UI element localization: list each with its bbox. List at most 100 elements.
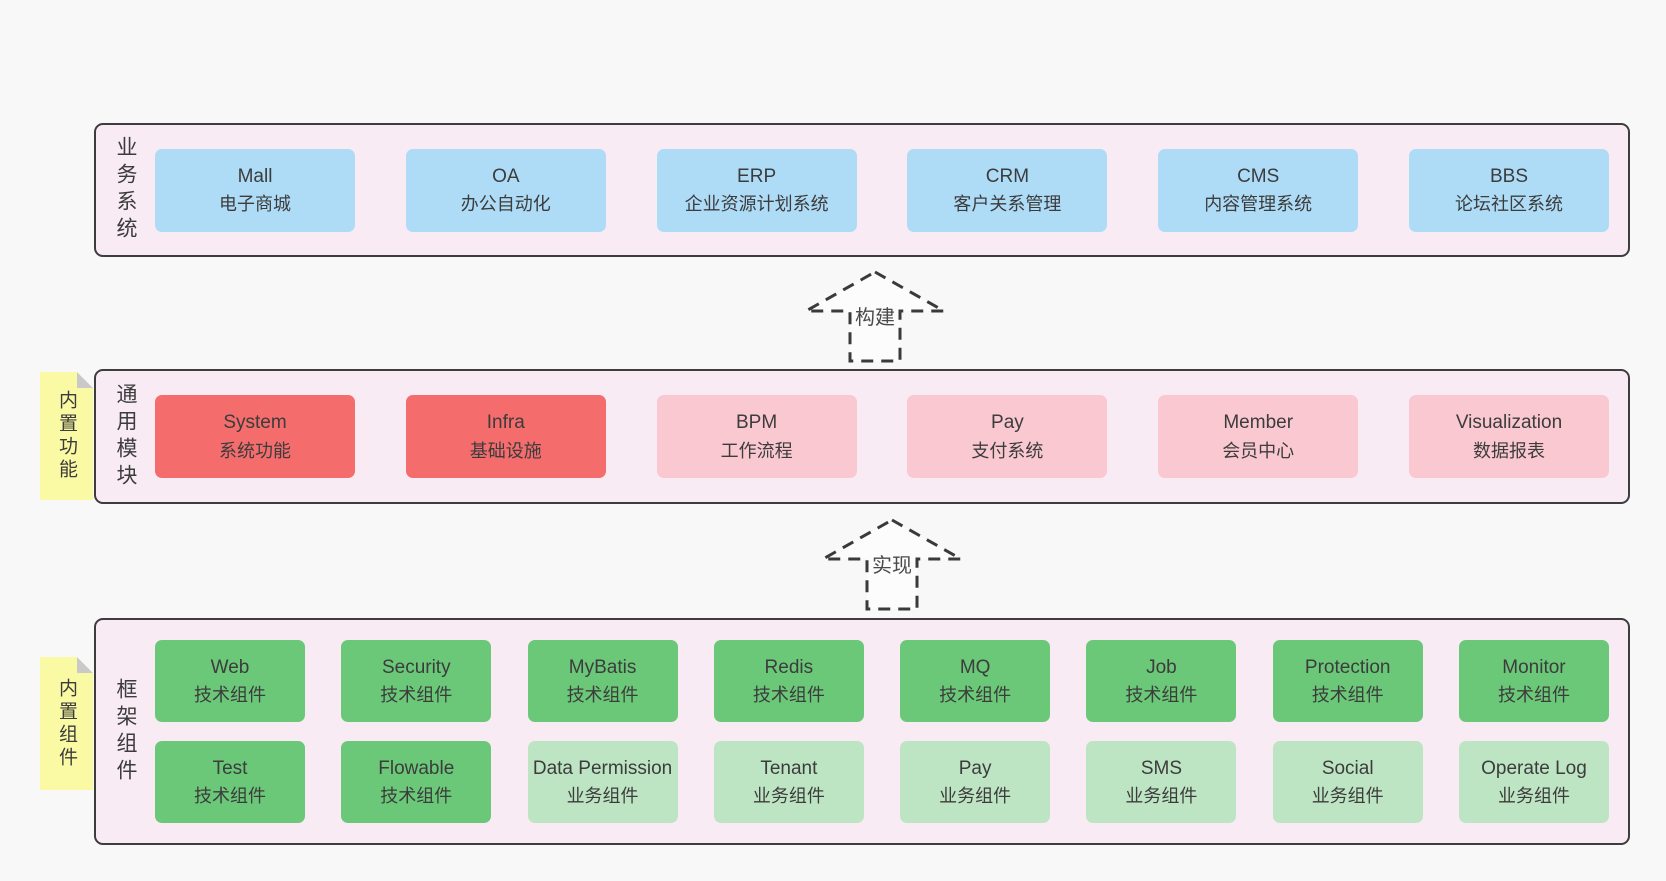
box-name: Test <box>212 757 248 779</box>
box-subtitle: 业务组件 <box>1125 786 1198 807</box>
box-subtitle: 业务组件 <box>1497 786 1570 807</box>
box-subtitle: 技术组件 <box>380 685 453 706</box>
box-web: Web 技术组件 <box>155 640 305 722</box>
box-pay: Pay 支付系统 <box>907 395 1108 478</box>
box-name: Infra <box>486 412 525 434</box>
box-name: Flowable <box>378 757 455 779</box>
box-name: OA <box>492 165 520 187</box>
note-text: 内置功能 <box>56 390 77 482</box>
box-name: Mall <box>237 165 273 187</box>
box-sms: SMS 业务组件 <box>1086 741 1237 823</box>
box-subtitle: 技术组件 <box>194 786 266 807</box>
note-text: 内置组件 <box>56 677 77 770</box>
box-flowable: Flowable 技术组件 <box>341 741 492 823</box>
folded-corner-icon <box>77 657 93 673</box>
box-bbs: BBS 论坛社区系统 <box>1408 148 1609 232</box>
box-name: MyBatis <box>568 656 637 678</box>
box-subtitle: 客户关系管理 <box>953 194 1062 215</box>
section-label-common: 通用模块 <box>114 382 137 491</box>
box-subtitle: 技术组件 <box>380 786 453 807</box>
box-name: SMS <box>1140 757 1182 779</box>
box-name: BBS <box>1489 165 1528 187</box>
box-job: Job 技术组件 <box>1086 640 1237 722</box>
box-name: Data Permission <box>532 757 673 779</box>
box-name: CRM <box>985 165 1030 187</box>
section-label-framework: 框架组件 <box>114 677 137 786</box>
box-subtitle: 工作流程 <box>720 440 793 461</box>
box-name: Social <box>1321 757 1374 779</box>
box-subtitle: 技术组件 <box>194 685 266 706</box>
box-subtitle: 企业资源计划系统 <box>684 194 829 215</box>
box-crm: CRM 客户关系管理 <box>907 148 1108 232</box>
box-subtitle: 内容管理系统 <box>1204 194 1313 215</box>
folded-corner-icon <box>77 372 93 388</box>
box-subtitle: 业务组件 <box>1311 786 1384 807</box>
box-monitor: Monitor 技术组件 <box>1458 640 1609 722</box>
box-name: Member <box>1223 412 1294 434</box>
box-name: Protection <box>1304 656 1391 678</box>
box-name: Operate Log <box>1481 757 1587 779</box>
box-name: BPM <box>736 412 778 434</box>
section-framework-components: 框架组件 Web 技术组件 Security 技术组件 MyBatis 技术组件… <box>94 618 1630 845</box>
section-label-business: 业务系统 <box>114 136 137 244</box>
box-name: CMS <box>1237 165 1280 187</box>
section-business-systems: 业务系统 Mall 电子商城 OA 办公自动化 ERP 企业资源计划系统 CRM… <box>94 123 1630 257</box>
box-oa: OA 办公自动化 <box>405 148 606 232</box>
box-subtitle: 业务组件 <box>939 786 1012 807</box>
box-subtitle: 数据报表 <box>1472 440 1545 461</box>
box-name: Tenant <box>760 757 818 779</box>
box-erp: ERP 企业资源计划系统 <box>656 148 857 232</box>
box-security: Security 技术组件 <box>341 640 492 722</box>
arrow-implement-label: 实现 <box>872 555 912 577</box>
box-protection: Protection 技术组件 <box>1272 640 1423 722</box>
arrow-implement: 实现 <box>820 516 964 612</box>
section-common-modules: 通用模块 System 系统功能 Infra 基础设施 BPM 工作流程 Pay… <box>94 369 1630 504</box>
box-subtitle: 办公自动化 <box>460 194 551 215</box>
box-mybatis: MyBatis 技术组件 <box>527 640 678 722</box>
box-visualization: Visualization 数据报表 <box>1408 395 1609 478</box>
box-subtitle: 业务组件 <box>566 786 639 807</box>
box-name: Web <box>210 656 250 678</box>
business-boxes-row: Mall 电子商城 OA 办公自动化 ERP 企业资源计划系统 CRM 客户关系… <box>155 125 1609 255</box>
box-name: MQ <box>959 656 991 678</box>
arrow-build: 构建 <box>803 268 947 364</box>
box-mall: Mall 电子商城 <box>155 148 355 232</box>
box-mq: MQ 技术组件 <box>900 640 1051 722</box>
box-test: Test 技术组件 <box>155 741 305 823</box>
framework-row-2: Test 技术组件 Flowable 技术组件 Data Permission … <box>155 741 1609 823</box>
box-name: Job <box>1146 656 1177 678</box>
box-data-permission: Data Permission 业务组件 <box>527 741 678 823</box>
box-name: Pay <box>991 412 1024 434</box>
box-subtitle: 技术组件 <box>1311 685 1384 706</box>
box-redis: Redis 技术组件 <box>713 640 864 722</box>
box-name: ERP <box>737 165 777 187</box>
note-built-in-features: 内置功能 <box>40 372 93 500</box>
box-member: Member 会员中心 <box>1158 395 1359 478</box>
box-subtitle: 技术组件 <box>939 685 1012 706</box>
note-built-in-components: 内置组件 <box>40 657 93 790</box>
arrow-build-label: 构建 <box>855 307 895 329</box>
box-cms: CMS 内容管理系统 <box>1158 148 1359 232</box>
box-subtitle: 论坛社区系统 <box>1454 194 1563 215</box>
up-arrow-icon <box>803 270 947 363</box>
box-system: System 系统功能 <box>155 395 355 478</box>
box-subtitle: 电子商城 <box>219 194 291 215</box>
box-tenant: Tenant 业务组件 <box>713 741 864 823</box>
up-arrow-icon <box>820 518 964 611</box>
box-subtitle: 会员中心 <box>1222 440 1295 461</box>
box-infra: Infra 基础设施 <box>405 395 606 478</box>
box-subtitle: 技术组件 <box>752 685 825 706</box>
box-name: Security <box>381 656 451 678</box>
box-name: Monitor <box>1502 656 1566 678</box>
box-subtitle: 业务组件 <box>752 786 825 807</box>
box-subtitle: 支付系统 <box>971 440 1044 461</box>
box-name: System <box>223 412 287 434</box>
box-pay-biz: Pay 业务组件 <box>900 741 1051 823</box>
box-subtitle: 基础设施 <box>469 440 542 461</box>
box-name: Redis <box>764 656 814 678</box>
box-operate-log: Operate Log 业务组件 <box>1458 741 1609 823</box>
framework-boxes-grid: Web 技术组件 Security 技术组件 MyBatis 技术组件 Redi… <box>155 640 1609 823</box>
box-social: Social 业务组件 <box>1272 741 1423 823</box>
framework-row-1: Web 技术组件 Security 技术组件 MyBatis 技术组件 Redi… <box>155 640 1609 722</box>
